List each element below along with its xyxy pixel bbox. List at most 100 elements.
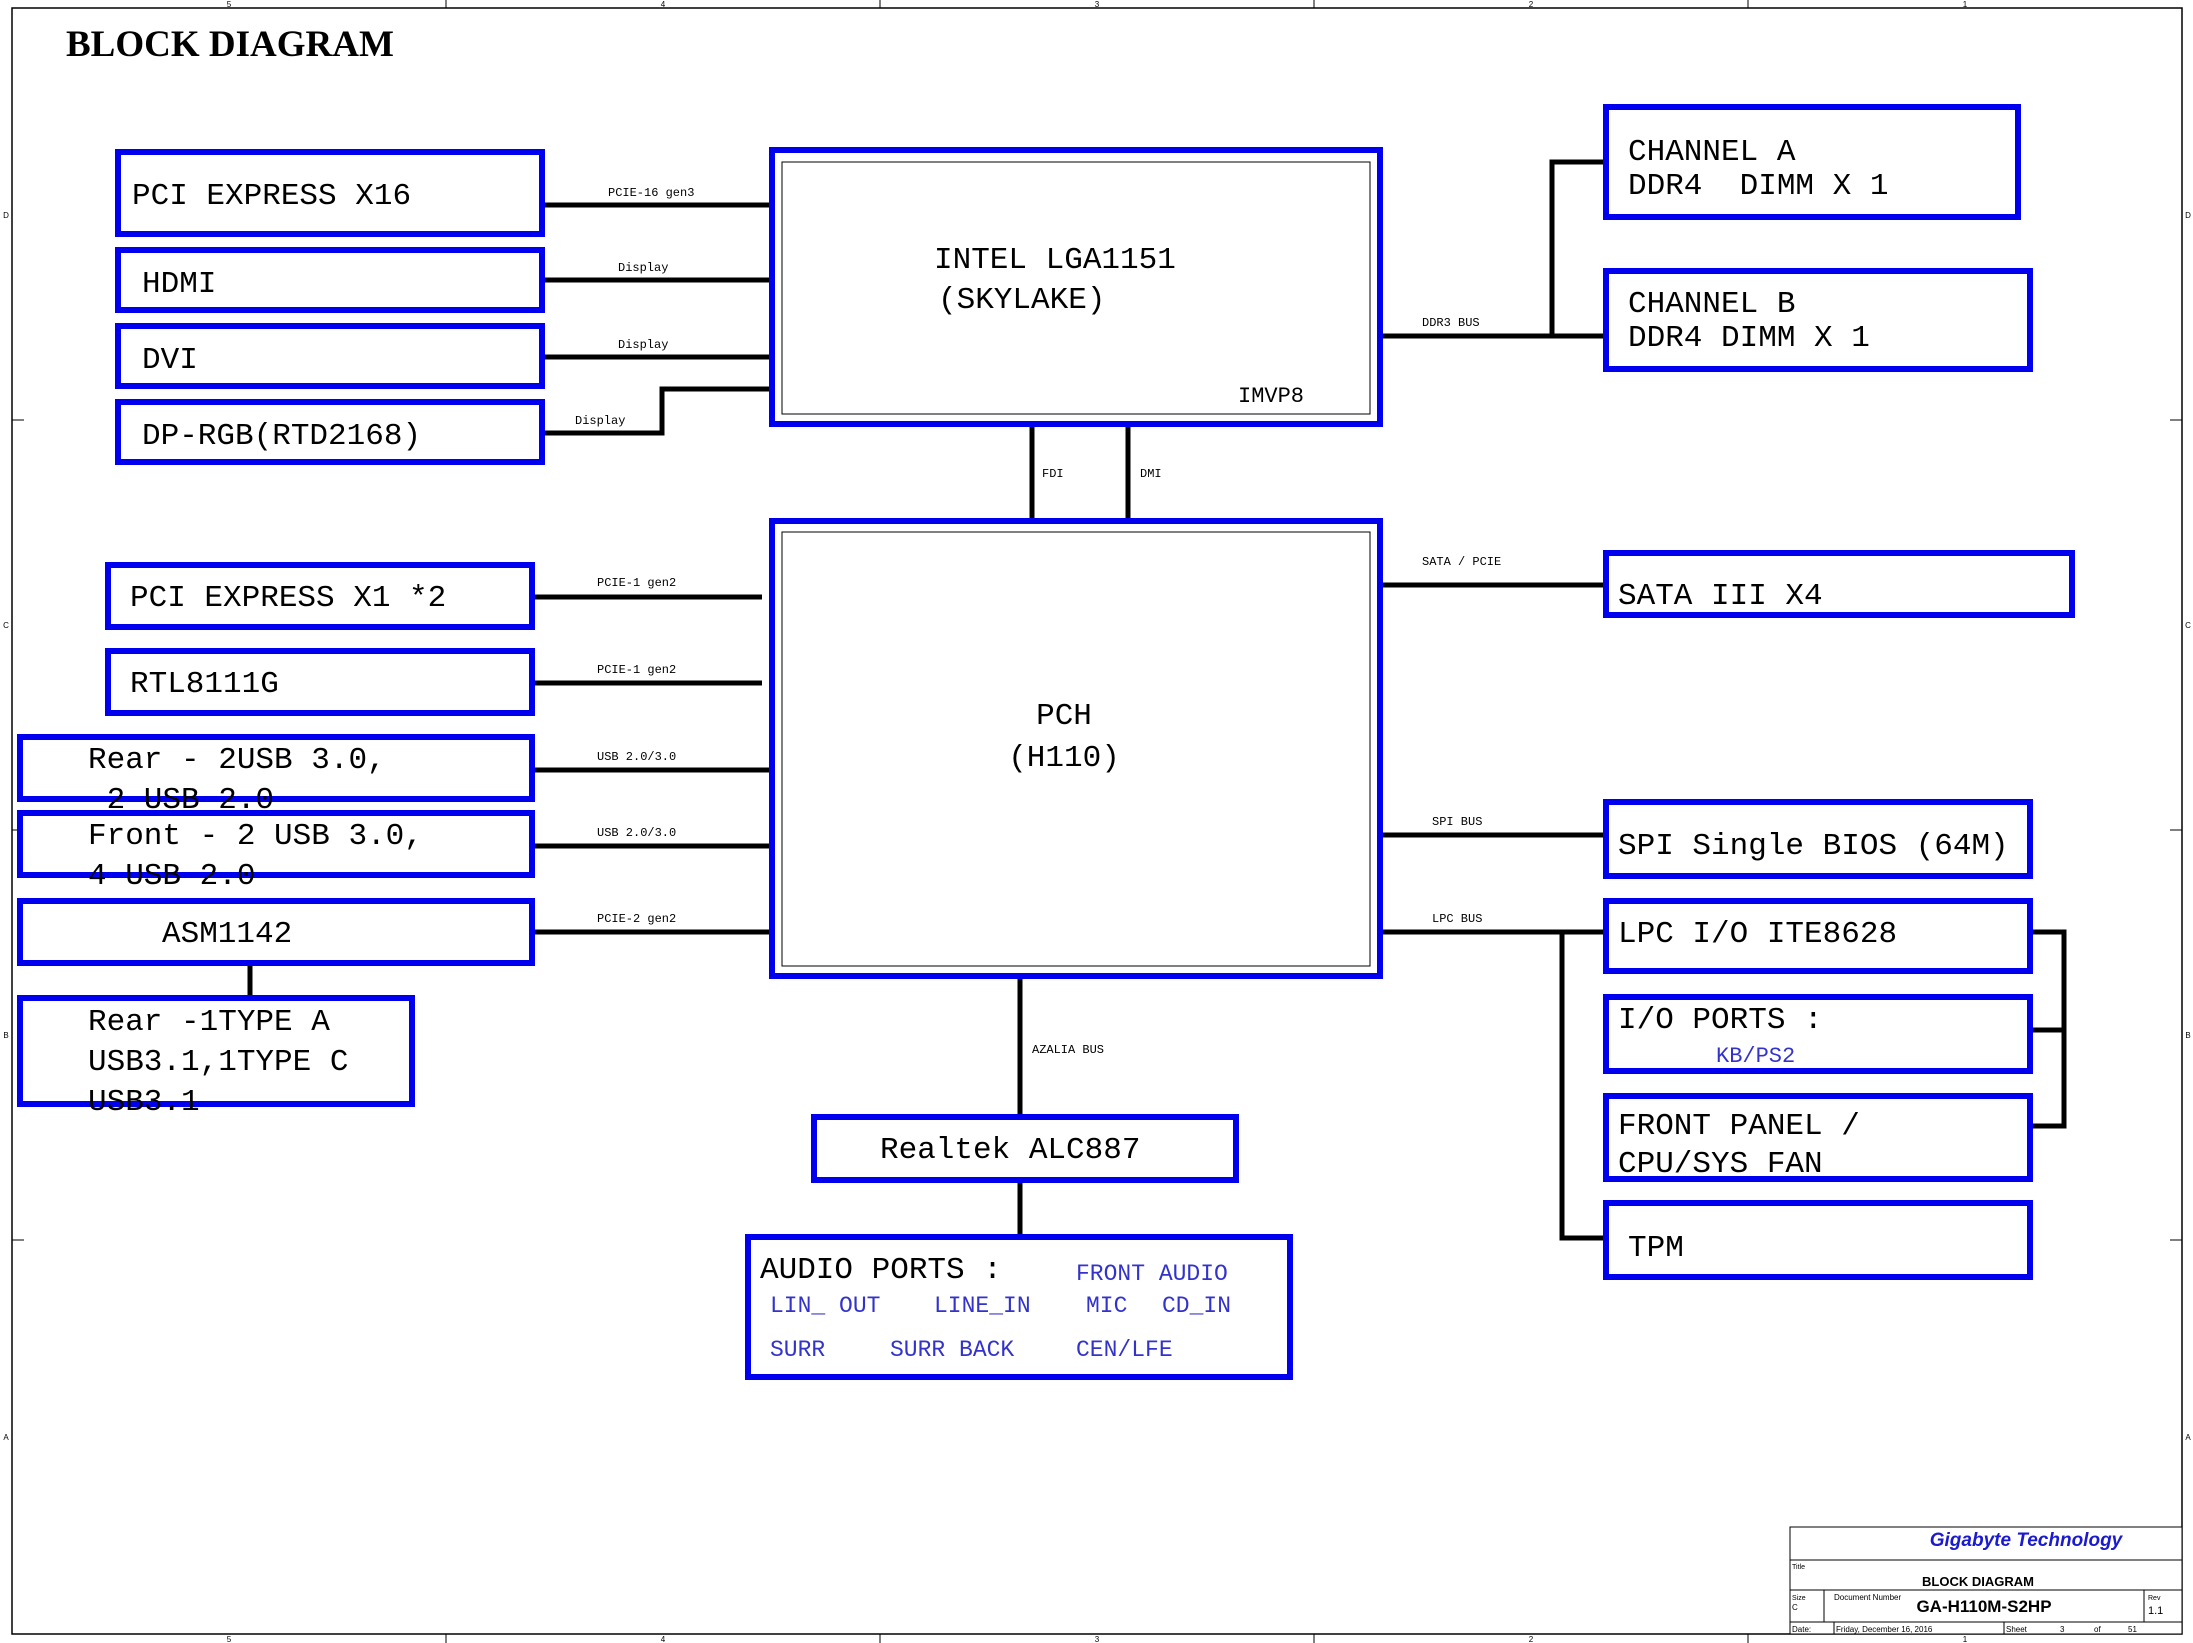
cpu-inner-frame — [781, 161, 1371, 415]
right-mark-a: A — [2185, 1433, 2191, 1442]
block-channel-b — [1603, 268, 2033, 372]
left-mark-b: B — [3, 1031, 8, 1040]
pci-x1-label: PCI EXPRESS X1 *2 — [130, 581, 446, 616]
bottom-mark-3: 3 — [1095, 1635, 1100, 1643]
block-dvi — [115, 323, 545, 389]
block-asm — [17, 898, 535, 966]
tpm-label: TPM — [1628, 1231, 1684, 1266]
bottom-mark-5: 5 — [227, 1635, 232, 1643]
bus-label-display-dvi: Display — [618, 338, 668, 352]
rear-typec-label-line3: USB3.1 — [88, 1085, 200, 1120]
block-sata — [1603, 550, 2075, 618]
bus-label-pcie16: PCIE-16 gen3 — [608, 186, 694, 200]
bottom-mark-2: 2 — [1529, 1635, 1534, 1643]
audio-mic: MIC — [1086, 1293, 1127, 1319]
top-mark-2: 2 — [1529, 0, 1534, 9]
block-spi — [1603, 799, 2033, 879]
block-rear-usb — [17, 734, 535, 802]
left-mark-d: D — [3, 211, 9, 220]
cpu-label-line2: (SKYLAKE) — [938, 283, 1105, 318]
title-value: BLOCK DIAGRAM — [1922, 1574, 2034, 1589]
bus-label-display-dp: Display — [575, 414, 625, 428]
audio-ports-list: FRONT AUDIO LIN_ OUT LINE_IN MIC CD_IN S… — [770, 1261, 1231, 1363]
bus-label-azalia: AZALIA BUS — [1032, 1043, 1104, 1057]
spi-label: SPI Single BIOS (64M) — [1618, 829, 2009, 864]
audio-line-in: LINE_IN — [934, 1293, 1031, 1319]
front-usb-label-line1: Front - 2 USB 3.0, — [88, 819, 423, 854]
docnum-label: Document Number — [1834, 1593, 1901, 1602]
of-label: of — [2094, 1625, 2101, 1634]
sheet-value: 3 — [2060, 1625, 2065, 1634]
bottom-mark-4: 4 — [661, 1635, 666, 1643]
block-rtl — [105, 648, 535, 716]
pch-label-line1: PCH — [1036, 699, 1092, 734]
block-cpu — [769, 147, 1383, 427]
bus-label-ddr: DDR3 BUS — [1422, 316, 1480, 330]
block-audio-ports — [745, 1234, 1293, 1380]
bus-label-pcie1-a: PCIE-1 gen2 — [597, 576, 676, 590]
block-front-panel — [1603, 1093, 2033, 1182]
pch-label-line2: (H110) — [1008, 741, 1120, 776]
dvi-label: DVI — [142, 343, 198, 378]
front-panel-label-line2: CPU/SYS FAN — [1618, 1147, 1823, 1182]
channel-b-label-line2: DDR4 DIMM X 1 — [1628, 321, 1870, 356]
bus-label-usb-rear: USB 2.0/3.0 — [597, 750, 676, 764]
rear-typec-label-line2: USB3.1,1TYPE C — [88, 1045, 348, 1080]
bus-label-sata-pcie: SATA / PCIE — [1422, 555, 1501, 569]
blocks — [17, 104, 2075, 1380]
asm-label: ASM1142 — [162, 917, 292, 952]
bus-label-fdi: FDI — [1042, 467, 1064, 481]
front-panel-label-line1: FRONT PANEL / — [1618, 1109, 1860, 1144]
block-dp-rgb — [115, 399, 545, 465]
channel-b-label-line1: CHANNEL B — [1628, 287, 1795, 322]
front-usb-label-line2: 4 USB 2.0 — [88, 859, 255, 894]
cpu-label-line1: INTEL LGA1151 — [934, 243, 1176, 278]
sheet-label: Sheet — [2006, 1625, 2028, 1634]
pci-x16-label: PCI EXPRESS X16 — [132, 179, 411, 214]
rtl-label: RTL8111G — [130, 667, 279, 702]
io-ports-label: I/O PORTS : — [1618, 1003, 1823, 1038]
bus-label-usb-front: USB 2.0/3.0 — [597, 826, 676, 840]
bottom-mark-1: 1 — [1963, 1635, 1968, 1643]
bus-label-pcie2: PCIE-2 gen2 — [597, 912, 676, 926]
audio-cen-lfe: CEN/LFE — [1076, 1337, 1173, 1363]
top-mark-5: 5 — [227, 0, 232, 9]
block-realtek — [811, 1114, 1239, 1183]
top-mark-1: 1 — [1963, 0, 1968, 9]
block-front-usb — [17, 810, 535, 878]
bus-label-pcie1-b: PCIE-1 gen2 — [597, 663, 676, 677]
top-mark-4: 4 — [661, 0, 666, 9]
right-mark-d: D — [2185, 211, 2191, 220]
rear-usb-label-line2: 2 USB 2.0 — [88, 783, 274, 818]
block-rear-typec — [17, 995, 415, 1107]
block-tpm — [1603, 1200, 2033, 1280]
bus-labels: PCIE-16 gen3 Display Display Display DDR… — [575, 186, 1501, 1057]
left-mark-c: C — [3, 621, 9, 630]
block-pci-x1 — [105, 562, 535, 630]
audio-front-audio: FRONT AUDIO — [1076, 1261, 1228, 1287]
size-value: C — [1792, 1603, 1798, 1612]
diagram-title: BLOCK DIAGRAM — [66, 24, 394, 65]
docnum-value: GA-H110M-S2HP — [1916, 1597, 2051, 1616]
cpu-imvp8-label: IMVP8 — [1238, 384, 1304, 409]
audio-lin-out: LIN_ OUT — [770, 1293, 880, 1319]
top-mark-3: 3 — [1095, 0, 1100, 9]
wires — [247, 159, 2067, 1241]
block-hdmi — [115, 247, 545, 313]
lpc-label: LPC I/O ITE8628 — [1618, 917, 1897, 952]
block-io-ports — [1603, 994, 2033, 1074]
realtek-label: Realtek ALC887 — [880, 1133, 1140, 1168]
channel-a-label-line1: CHANNEL A — [1628, 135, 1796, 170]
hdmi-label: HDMI — [142, 267, 216, 302]
block-channel-a — [1603, 104, 2021, 220]
size-label: Size — [1792, 1595, 1806, 1602]
bus-label-dmi: DMI — [1140, 467, 1162, 481]
block-labels: PCI EXPRESS X16 HDMI DVI DP-RGB(RTD2168)… — [88, 135, 2009, 1363]
block-pch — [769, 518, 1383, 979]
channel-a-label-line2: DDR4 DIMM X 1 — [1628, 169, 1888, 204]
rev-label: Rev — [2148, 1595, 2161, 1602]
block-pci-x16 — [115, 149, 545, 237]
bus-label-display-hdmi: Display — [618, 261, 668, 275]
right-mark-b: B — [2185, 1031, 2190, 1040]
